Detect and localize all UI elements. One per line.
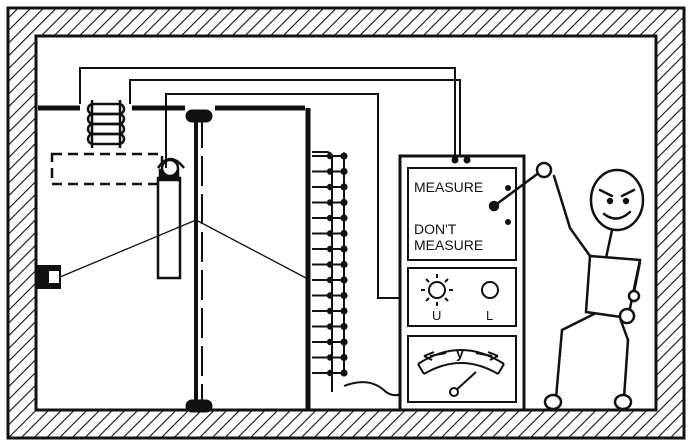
dont-measure-label-2: MEASURE [414,237,483,253]
ladder-node [340,276,348,284]
ladder-node [340,183,348,191]
ladder-node [340,338,348,346]
sun-icon [421,274,453,306]
dashed-component [50,152,164,186]
interior-chamber [38,105,311,410]
meter-y-label: y [456,345,464,361]
lamp-l-label: L [486,308,493,323]
ladder-node [340,214,348,222]
ladder-node [340,167,348,176]
ladder-node [340,260,348,269]
wall-socket [37,265,61,289]
ladder-node [340,245,348,253]
meter-gauge [417,349,505,397]
rays [59,219,307,279]
stick-figure [543,168,645,411]
ladder-node [340,229,348,238]
measure-label: MEASURE [414,179,483,195]
switch-lever[interactable] [488,161,553,212]
ladder-node [340,322,348,331]
ladder-frame [312,151,333,392]
ladder-node [340,198,348,207]
connector-ladder [312,151,348,392]
circle-icon [481,281,499,299]
ladder-node [340,291,348,300]
switch-contact-measure [505,185,511,191]
pivot-rod [156,157,185,280]
central-barrier [185,109,213,413]
control-panel: MEASURE DON'T MEASURE U L [398,154,553,412]
dont-measure-label-1: DON'T [414,221,457,237]
wiring [79,67,466,397]
ladder-node [340,152,348,160]
coil-icon [86,100,126,148]
switch-contact-dont [505,219,511,225]
lamp-u-label: U [432,308,441,323]
ladder-node [340,307,348,315]
ladder-node [340,369,348,377]
ladder-node [340,353,348,362]
